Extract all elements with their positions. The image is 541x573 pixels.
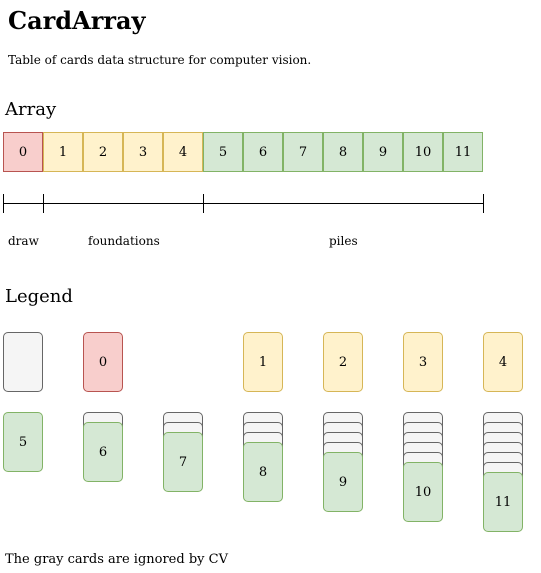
page-subtitle: Table of cards data structure for comput… [8,53,312,67]
array-cell-pile: 6 [243,132,283,172]
legend-foundation-card: 1 [243,332,283,392]
array-cell-pile: 9 [363,132,403,172]
legend-heading: Legend [5,286,73,307]
legend-pile-card: 7 [163,432,203,492]
array-cell-pile: 7 [283,132,323,172]
array-cell-foundation: 1 [43,132,83,172]
legend-pile-card: 11 [483,472,523,532]
legend-foundation-card: 2 [323,332,363,392]
array-cell-foundation: 3 [123,132,163,172]
page-title: CardArray [8,6,146,35]
legend-pile-card: 5 [3,412,43,472]
array-cell-pile: 8 [323,132,363,172]
array-heading: Array [5,99,57,120]
legend-pile-card: 8 [243,442,283,502]
segment-label-draw: draw [8,234,39,248]
legend-pile-card: 9 [323,452,363,512]
array-cell-foundation: 4 [163,132,203,172]
legend-ignored-card [3,332,43,392]
array-cell-pile: 11 [443,132,483,172]
footer-note: The gray cards are ignored by CV [5,552,228,567]
segment-label-foundations: foundations [88,234,160,248]
array-cell-pile: 5 [203,132,243,172]
array-cell-draw: 0 [3,132,43,172]
legend-draw-card: 0 [83,332,123,392]
legend-foundation-card: 3 [403,332,443,392]
legend-pile-card: 10 [403,462,443,522]
segment-label-piles: piles [329,234,358,248]
legend-pile-card: 6 [83,422,123,482]
legend-foundation-card: 4 [483,332,523,392]
array-cell-foundation: 2 [83,132,123,172]
array-cell-pile: 10 [403,132,443,172]
